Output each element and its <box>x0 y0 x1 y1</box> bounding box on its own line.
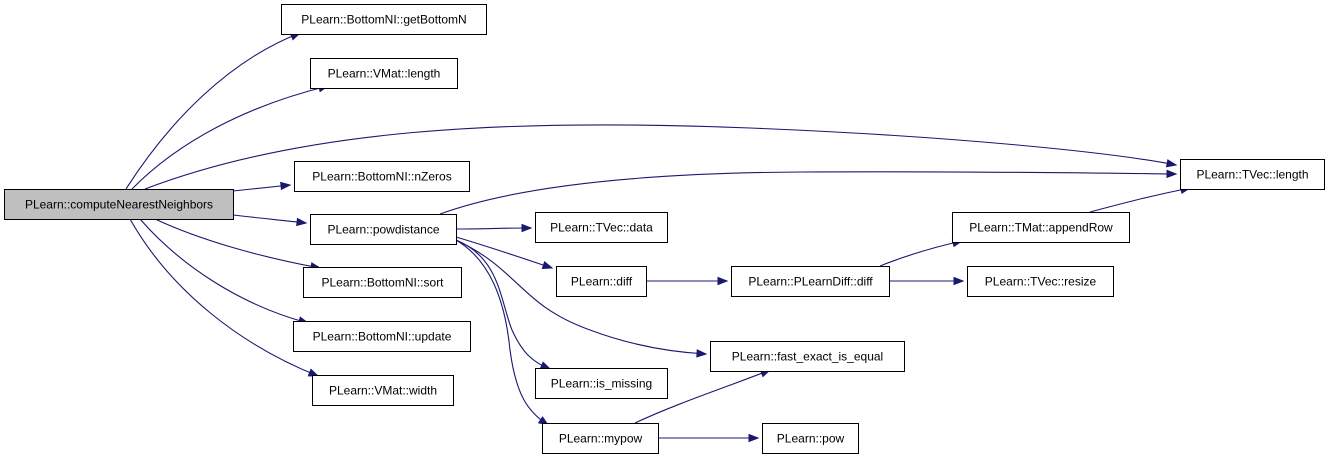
node-computeNearestNeighbors: PLearn::computeNearestNeighbors <box>4 189 234 220</box>
edge-line <box>455 239 551 370</box>
edge-diff-to-plearndiff_diff <box>646 276 729 286</box>
edge-mypow-to-pow <box>657 433 760 443</box>
node-box <box>312 375 454 406</box>
node-resize[interactable]: PLearn::TVec::resize <box>967 266 1114 297</box>
arrowhead-icon <box>541 260 554 270</box>
node-tvec_data[interactable]: PLearn::TVec::data <box>535 212 668 243</box>
node-label: PLearn::TVec::length <box>1196 168 1308 182</box>
edge-line <box>131 85 329 190</box>
edge-line <box>455 227 532 230</box>
node-box <box>535 212 668 243</box>
edge-computeNearestNeighbors-to-tvec_length <box>144 124 1178 190</box>
node-label: PLearn::VMat::width <box>329 384 437 398</box>
arrowhead-icon <box>1166 169 1178 179</box>
edge-powdistance-to-fast_exact_is_equal <box>455 239 708 358</box>
node-pow[interactable]: PLearn::pow <box>762 423 859 454</box>
edge-computeNearestNeighbors-to-width <box>129 218 320 377</box>
node-box <box>294 161 470 192</box>
node-box <box>310 214 457 245</box>
arrowhead-icon <box>696 349 708 358</box>
node-label: PLearn::TVec::data <box>550 221 653 235</box>
node-tvec_length[interactable]: PLearn::TVec::length <box>1180 159 1325 190</box>
edge-plearndiff_diff-to-resize <box>889 276 965 286</box>
node-label: PLearn::BottomNI::update <box>313 330 452 344</box>
node-box <box>556 266 647 297</box>
node-box <box>967 266 1114 297</box>
node-label: PLearn::diff <box>571 275 633 289</box>
node-box <box>952 212 1130 243</box>
node-appendRow[interactable]: PLearn::TMat::appendRow <box>952 212 1130 243</box>
edge-line <box>455 239 549 426</box>
edge-line <box>129 218 319 377</box>
node-mypow[interactable]: PLearn::mypow <box>542 423 659 454</box>
node-sort[interactable]: PLearn::BottomNI::sort <box>303 267 462 298</box>
node-diff[interactable]: PLearn::diff <box>556 266 647 297</box>
node-label: PLearn::VMat::length <box>328 67 441 81</box>
edge-appendRow-to-tvec_length <box>1089 185 1192 213</box>
node-nZeros[interactable]: PLearn::BottomNI::nZeros <box>294 161 470 192</box>
arrowhead-icon <box>717 276 729 286</box>
edge-computeNearestNeighbors-to-update <box>139 218 310 325</box>
node-label: PLearn::pow <box>777 432 845 446</box>
edge-line <box>879 240 963 267</box>
edge-line <box>455 236 553 269</box>
edge-powdistance-to-tvec_length <box>439 169 1178 215</box>
edge-line <box>232 214 307 224</box>
arrowhead-icon <box>748 433 760 443</box>
node-width[interactable]: PLearn::VMat::width <box>312 375 454 406</box>
node-box <box>731 266 890 297</box>
edge-computeNearestNeighbors-to-getBottomN <box>125 32 302 190</box>
node-label: PLearn::TVec::resize <box>985 275 1097 289</box>
node-label: PLearn::BottomNI::nZeros <box>312 170 451 184</box>
arrowhead-icon <box>953 276 965 286</box>
node-box <box>710 341 905 372</box>
nodes-layer: PLearn::computeNearestNeighborsPLearn::B… <box>4 4 1325 454</box>
edge-line <box>144 124 1177 190</box>
node-is_missing[interactable]: PLearn::is_missing <box>535 368 668 399</box>
node-label: PLearn::TMat::appendRow <box>969 221 1113 235</box>
arrowhead-icon <box>296 217 308 227</box>
node-vmat_length[interactable]: PLearn::VMat::length <box>310 58 458 89</box>
edge-line <box>139 218 309 324</box>
edge-computeNearestNeighbors-to-powdistance <box>232 214 308 227</box>
node-label: PLearn::mypow <box>559 432 643 446</box>
node-box <box>535 368 668 399</box>
node-label: PLearn::powdistance <box>327 223 439 237</box>
node-box <box>762 423 859 454</box>
edge-line <box>125 32 301 190</box>
arrowhead-icon <box>1165 159 1178 168</box>
node-label: PLearn::BottomNI::getBottomN <box>301 13 466 27</box>
node-box <box>310 58 458 89</box>
edge-powdistance-to-diff <box>455 236 554 270</box>
node-box <box>303 267 462 298</box>
node-label: PLearn::PLearnDiff::diff <box>748 275 873 289</box>
edge-line <box>455 239 707 355</box>
node-box <box>293 321 471 352</box>
node-box <box>4 189 234 220</box>
node-plearndiff_diff[interactable]: PLearn::PLearnDiff::diff <box>731 266 890 297</box>
node-label: PLearn::BottomNI::sort <box>321 276 444 290</box>
node-label: PLearn::computeNearestNeighbors <box>25 198 213 212</box>
edge-line <box>154 218 321 269</box>
edge-powdistance-to-tvec_data <box>455 223 533 233</box>
node-box <box>1180 159 1325 190</box>
node-box <box>281 4 487 35</box>
edge-line <box>634 369 771 424</box>
arrowhead-icon <box>521 223 533 233</box>
node-powdistance[interactable]: PLearn::powdistance <box>310 214 457 245</box>
node-label: PLearn::is_missing <box>551 377 652 391</box>
node-getBottomN[interactable]: PLearn::BottomNI::getBottomN <box>281 4 487 35</box>
edge-plearndiff_diff-to-appendRow <box>879 238 964 267</box>
edge-line <box>439 171 1177 215</box>
node-update[interactable]: PLearn::BottomNI::update <box>293 321 471 352</box>
arrowhead-icon <box>280 181 292 191</box>
edge-computeNearestNeighbors-to-nZeros <box>232 181 292 192</box>
edge-computeNearestNeighbors-to-sort <box>154 218 322 271</box>
node-fast_exact_is_equal[interactable]: PLearn::fast_exact_is_equal <box>710 341 905 372</box>
arrowhead-icon <box>539 361 552 370</box>
node-label: PLearn::fast_exact_is_equal <box>732 350 883 364</box>
node-box <box>542 423 659 454</box>
edge-line <box>1089 187 1191 213</box>
